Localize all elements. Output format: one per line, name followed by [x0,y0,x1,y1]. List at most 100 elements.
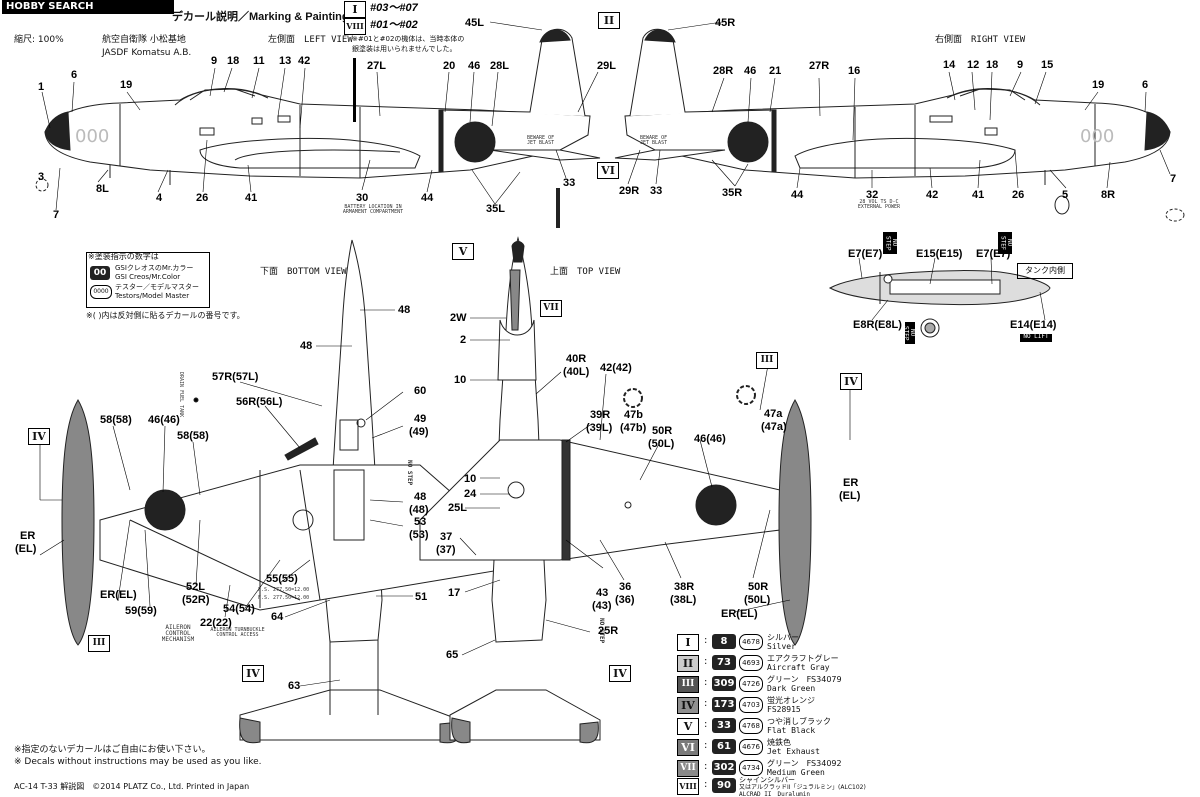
callout: (49) [409,426,429,438]
legend-en: Jet Exhaust [767,747,820,756]
legend-roman: III [677,676,699,693]
callout: (43) [592,600,612,612]
callout: ER(EL) [721,608,758,620]
callout: 21 [769,65,782,77]
marker-III-top: III [756,352,778,369]
callout: 22(22) [200,617,232,629]
legend-roman: I [677,634,699,651]
legend-row: III : 309 4726 グリーン FS34079 Dark Green [677,674,1197,694]
callout: 57R(57L) [212,371,259,383]
brand-logo[interactable]: HOBBY SEARCH [2,0,174,14]
paint-note-box [86,252,210,308]
legend-colon: : [704,698,708,709]
callout: 64 [271,611,284,623]
callout: (EL) [839,490,861,502]
callout: 24 [464,488,477,500]
legend-gsi: 173 [712,697,736,712]
callout: 48 [300,340,313,352]
legend-jp: つや消しブラック [767,717,831,726]
callout: 56R(56L) [236,396,283,408]
callout: 18 [227,55,240,67]
legend-roman: II [677,655,699,672]
legend-jp: グリーン FS34079 [767,675,842,684]
callout: 44 [791,189,804,201]
callout: 35L [486,203,505,215]
callout: 19 [1092,79,1105,91]
callout: 25L [448,502,467,514]
legend-row: I : 8 4678 シルバー Silver [677,632,1197,652]
legend-tm: 4676 [739,739,763,755]
legend-gsi: 33 [712,718,736,733]
bottom-view [39,239,501,744]
legend-gsi: 73 [712,655,736,670]
left-view-label: 左側面 LEFT VIEW [268,35,353,45]
callout: 3 [38,171,45,183]
top-view [419,236,851,744]
paint-note-title: ※塗装指示の数字は [88,252,159,261]
callout: 9 [1017,59,1024,71]
callout: 39R [590,409,611,421]
legend-colon: : [704,719,708,730]
legend-en: FS28915 [767,705,801,714]
svg-text:000: 000 [75,126,109,147]
callout: (52R) [182,594,210,606]
legend-gsi: 61 [712,739,736,754]
legend-gsi: 309 [712,676,736,691]
footer-copyright: AC-14 T-33 解説図 ©2014 PLATZ Co., Ltd. Pri… [14,782,250,791]
marker-IV-bottom: IV [28,428,50,445]
marker-II-top: II [598,12,620,29]
legend-gsi: 302 [712,760,736,775]
callout: 5 [1062,189,1069,201]
callout: (47a) [761,421,787,433]
callout: (47b) [620,422,647,434]
callout: 26 [196,192,209,204]
reverse-note: ※( )内は反対側に貼るデカールの番号です。 [86,311,245,320]
callout: 50R [652,425,673,437]
callout: 2W [450,312,467,324]
callout: (48) [409,504,429,516]
legend-row: VIII : 90 シャインシルバー 又はアルクラッドII「ジュラルミン」(AL… [677,776,1197,797]
marker-V: V [452,243,474,260]
callout: 33 [563,177,576,189]
legend-jp: シャインシルバー [739,776,795,784]
callout: 7 [53,209,60,221]
legend-jp: 蛍光オレンジ [767,696,815,705]
callout: 47a [764,408,783,420]
callout: 41 [972,189,985,201]
callout: 15 [1041,59,1054,71]
variant-a-range: #03〜#07 [370,2,418,14]
stencil-turnbuckle: AILERON TURNBUCKLE CONTROL ACCESS [210,627,265,638]
marker-IV-top-tail: IV [609,665,631,682]
stencil-no-step-tank-1: NO STEP [883,232,898,254]
legend-en: Silver [767,642,796,651]
base-jp: 航空自衛隊 小松基地 [102,35,186,45]
callout: 41 [245,192,258,204]
paint-note-tm-badge: 0000 [90,285,112,299]
callout: (38L) [670,594,697,606]
callout: 32 [866,189,879,201]
legend-roman: IV [677,697,699,714]
legend-tm: 4678 [739,634,763,650]
base-en: JASDF Komatsu A.B. [102,48,192,58]
callout: ER [843,477,859,489]
callout: 10 [464,473,477,485]
callout: 60 [414,385,427,397]
callout: 35R [722,187,743,199]
callout: (53) [409,529,429,541]
variant-note-2: 銀塗装は用いられませんでした。 [352,45,457,53]
callout: (40L) [563,366,590,378]
callout: 26 [1012,189,1025,201]
callout: 51 [415,591,428,603]
legend-roman: VIII [677,778,699,795]
page-title: デカール説明／Marking & Painting [172,11,349,23]
legend-en: Dark Green [767,684,816,693]
legend-jp2: 又はアルクラッドII「ジュラルミン」(ALC102) [739,784,866,791]
stencil-external-power: 28 VOL TS D-C EXTERNAL POWER [857,199,901,210]
callout: 43 [596,587,609,599]
callout: 38R [674,581,695,593]
marker-VI: VI [597,162,619,179]
callout: 18 [986,59,999,71]
legend-roman: V [677,718,699,735]
